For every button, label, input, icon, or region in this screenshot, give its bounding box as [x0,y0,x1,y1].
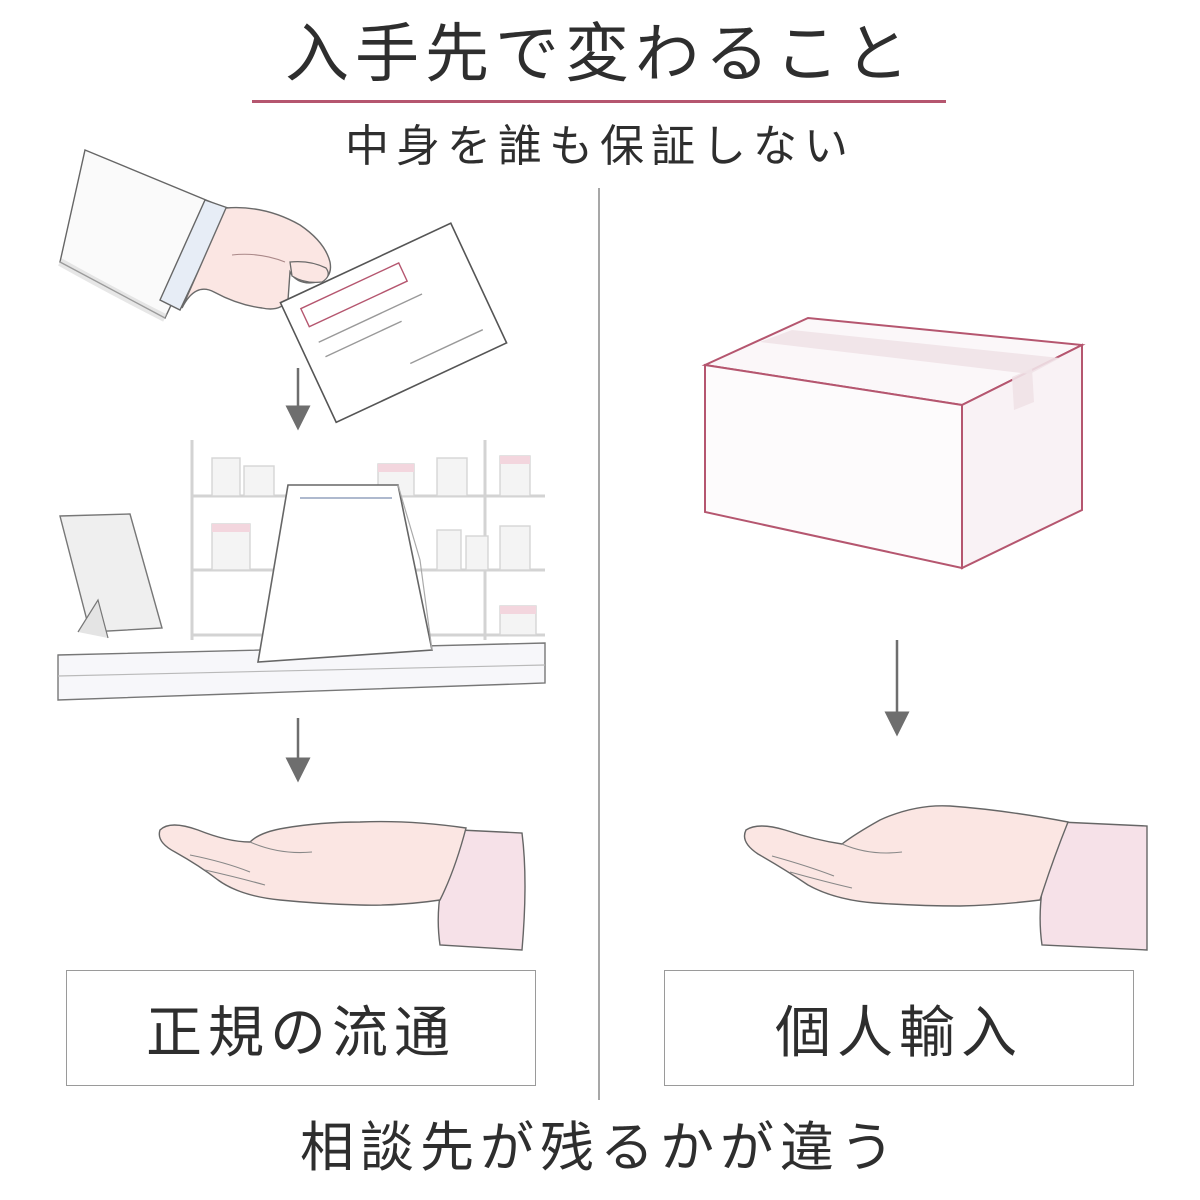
personal-import-label-box: 個人輸入 [664,970,1134,1086]
title-underline [252,100,946,103]
personal-import-label: 個人輸入 [775,1000,1023,1066]
legit-distribution-label-box: 正規の流通 [66,970,536,1086]
page-subtitle: 中身を誰も保証しない [345,121,855,172]
doctor-hand-prescription-illustration [58,149,508,424]
receiving-hand-illustration-right [743,805,1148,951]
footer-caption: 相談先が残るかが違う [300,1116,900,1179]
page-title: 入手先で変わること [285,18,915,92]
receiving-hand-illustration-left [158,820,526,951]
parcel-box-illustration [701,316,1086,570]
center-divider [598,188,600,1100]
legit-distribution-label: 正規の流通 [146,1000,456,1066]
pharmacy-counter-illustration [57,440,546,701]
